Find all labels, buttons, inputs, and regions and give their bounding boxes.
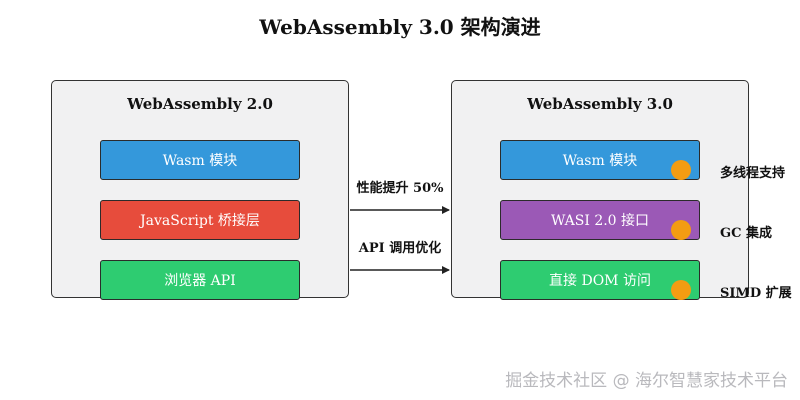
module-browser-api: 浏览器 API — [100, 260, 300, 300]
watermark: 掘金技术社区 @ 海尔智慧家技术平台 — [505, 371, 788, 391]
feature-label-simd: SIMD 扩展 — [720, 286, 792, 301]
feature-marker-dot — [671, 220, 691, 240]
panel-title: WebAssembly 2.0 — [127, 95, 273, 113]
panel-title: WebAssembly 3.0 — [527, 95, 673, 113]
module-wasm: Wasm 模块 — [500, 140, 700, 180]
module-direct-dom: 直接 DOM 访问 — [500, 260, 700, 300]
diagram-title: WebAssembly 3.0 架构演进 — [259, 15, 541, 39]
arrow-label-api: API 调用优化 — [358, 241, 442, 256]
module-js-bridge: JavaScript 桥接层 — [100, 200, 300, 240]
panel-wasm-3: WebAssembly 3.0 Wasm 模块 WASI 2.0 接口 直接 D… — [451, 80, 749, 300]
module-wasi-2: WASI 2.0 接口 — [500, 200, 700, 240]
feature-marker-dot — [671, 280, 691, 300]
feature-label-gc: GC 集成 — [720, 226, 772, 241]
module-wasm: Wasm 模块 — [100, 140, 300, 180]
feature-marker-dot — [671, 160, 691, 180]
arrow-label-performance: 性能提升 50% — [356, 181, 444, 196]
panel-wasm-2: WebAssembly 2.0 Wasm 模块 JavaScript 桥接层 浏… — [51, 80, 349, 300]
feature-label-multithread: 多线程支持 — [720, 166, 786, 181]
